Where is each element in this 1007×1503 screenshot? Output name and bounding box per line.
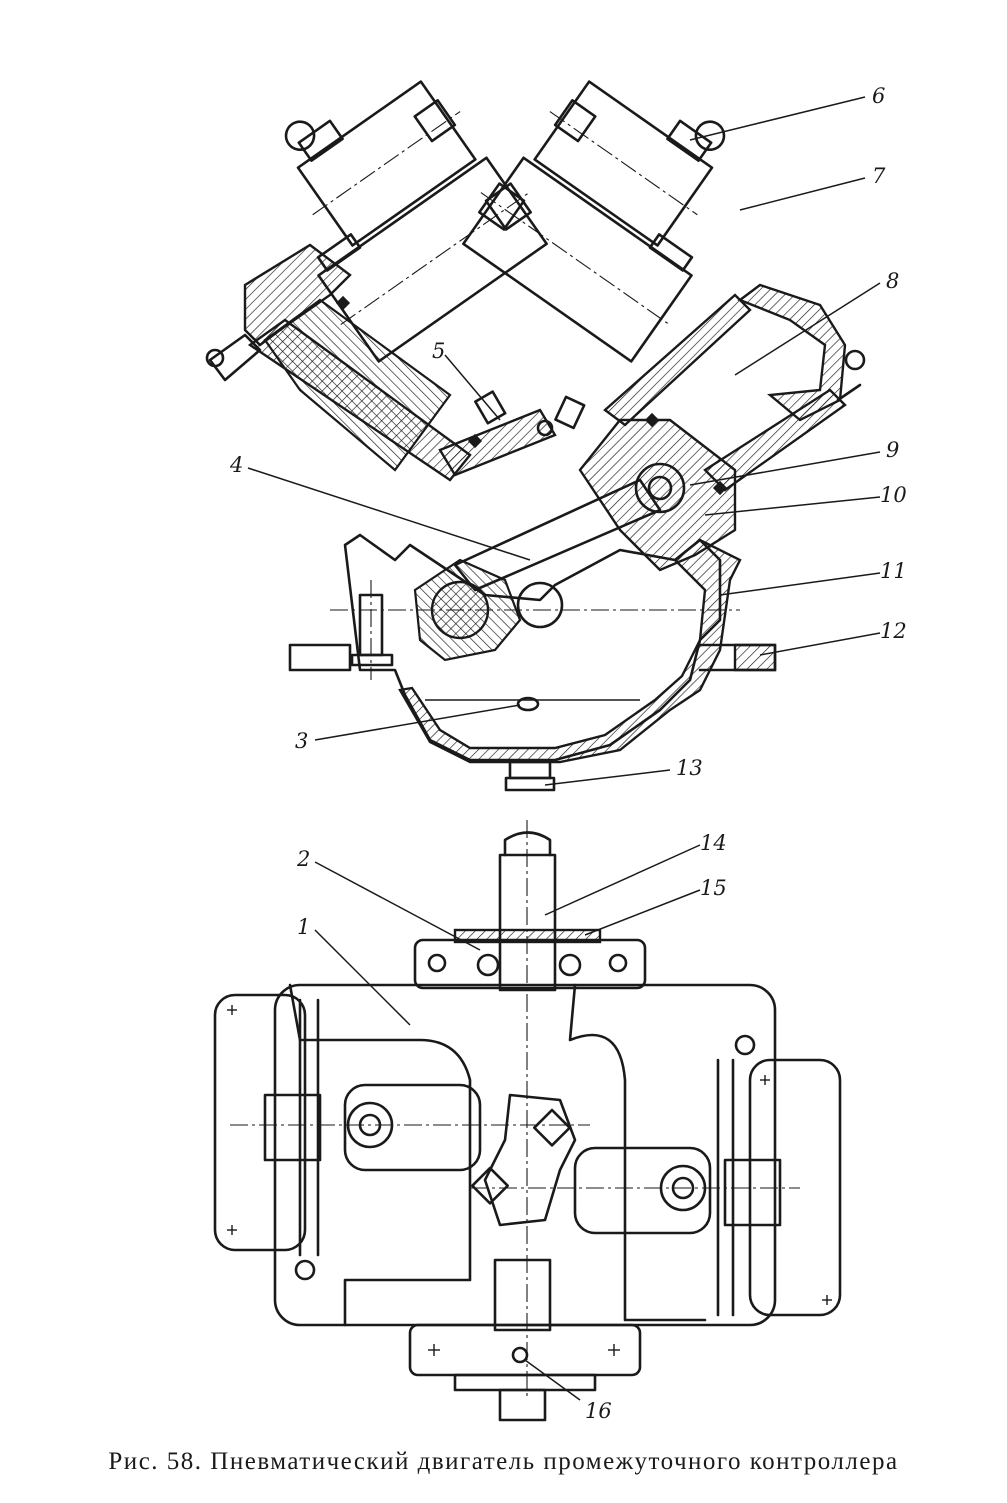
label-6: 6 (872, 84, 885, 108)
crank-web (413, 558, 522, 662)
right-cylinder (748, 1058, 842, 1317)
label-9: 9 (886, 438, 899, 462)
label-2: 2 (296, 847, 310, 871)
label-3: 3 (295, 729, 308, 753)
figure-caption: Рис. 58. Пневматический двигатель промеж… (0, 1448, 1007, 1476)
labels: 6 7 8 5 4 9 10 11 12 3 13 14 2 15 1 16 (229, 84, 907, 1423)
drain-plug (508, 760, 552, 780)
label-15: 15 (700, 876, 727, 900)
right-valve-assembly (462, 80, 726, 363)
left-valve-assembly (284, 80, 548, 363)
plan-view (213, 820, 842, 1422)
label-13: 13 (676, 756, 703, 780)
left-cylinder (213, 993, 307, 1252)
label-7: 7 (872, 164, 886, 188)
left-piston (263, 298, 452, 472)
piston-pin (634, 462, 686, 514)
label-11: 11 (880, 559, 907, 583)
valve-lever (438, 408, 557, 477)
engine-body (273, 983, 777, 1327)
label-16: 16 (585, 1399, 612, 1423)
label-4: 4 (229, 453, 243, 477)
label-14: 14 (700, 831, 727, 855)
crank-cross (483, 1093, 577, 1227)
label-5: 5 (432, 339, 445, 363)
label-12: 12 (880, 619, 907, 643)
label-1: 1 (297, 915, 310, 939)
leaders (247, 96, 881, 1401)
right-cylinder-wall (603, 293, 752, 427)
caption-prefix: Рис. 58. (108, 1448, 203, 1475)
crankcase-wall (398, 538, 742, 764)
caption-title: Пневматический двигатель промежуточного … (210, 1448, 899, 1475)
label-10: 10 (880, 483, 907, 507)
right-piston (578, 418, 737, 572)
label-8: 8 (886, 269, 899, 293)
section-view (205, 80, 866, 792)
